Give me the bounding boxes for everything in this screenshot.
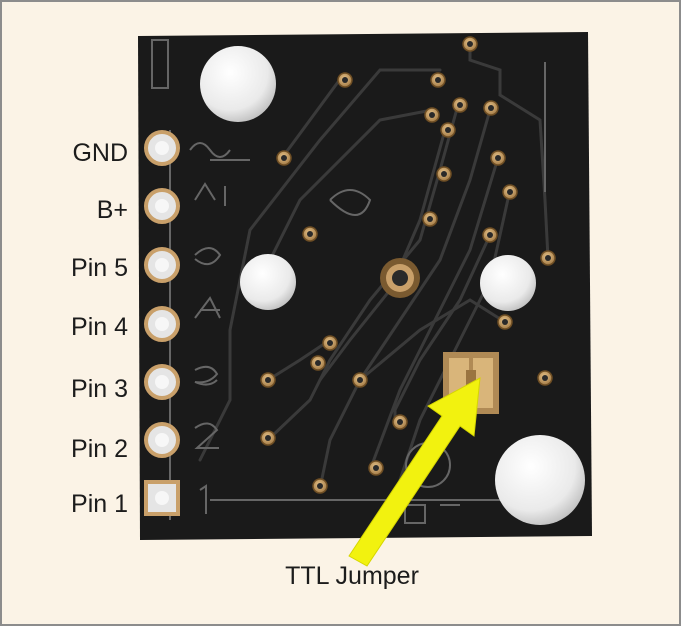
pin-label-pin2: Pin 2 [71,435,128,463]
center-sensor [380,258,420,298]
header-pads [144,130,180,516]
ttl-jumper-label: TTL Jumper [285,562,419,590]
pin-label-pin3: Pin 3 [71,375,128,403]
mounting-hole-left [240,254,296,310]
callout-arrow [348,377,481,567]
mounting-hole-top-left [200,46,276,122]
pin-label-pin1: Pin 1 [71,490,128,518]
mounting-hole-bottom-right [495,435,585,525]
pin-label-pin4: Pin 4 [71,313,128,341]
mounting-hole-right [480,255,536,311]
pin-label-gnd: GND [72,139,128,167]
pin-label-bplus: B+ [96,196,128,224]
pin-label-pin5: Pin 5 [71,254,128,282]
